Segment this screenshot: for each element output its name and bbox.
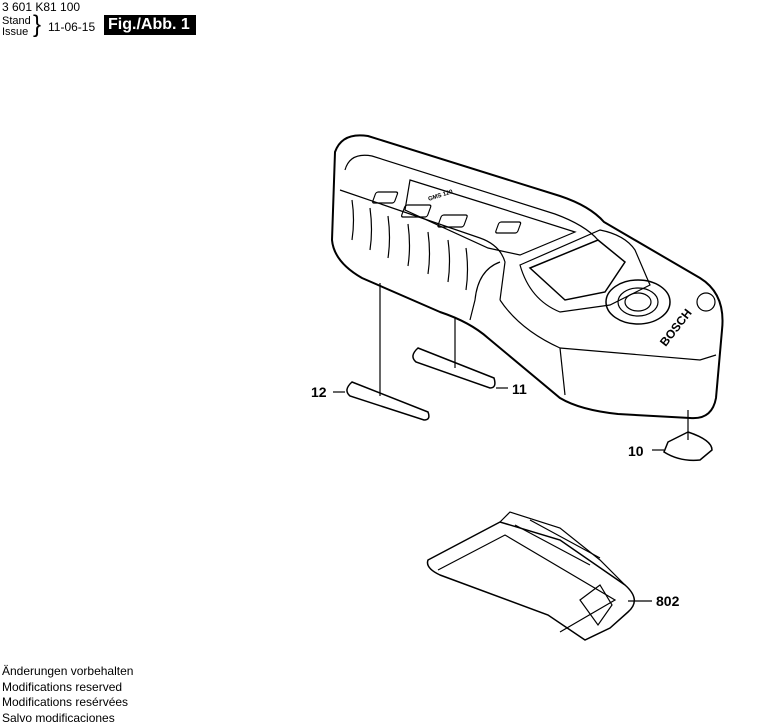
footer-line: Salvo modificaciones: [2, 711, 133, 726]
callout-10: 10: [628, 443, 644, 459]
part-11-strip: [413, 318, 508, 388]
footer-line: Modifications resérvées: [2, 695, 133, 711]
part-802-battery-cover: [428, 512, 653, 640]
callout-802: 802: [656, 593, 679, 609]
bosch-logo-icon: [697, 293, 715, 311]
callout-11: 11: [512, 381, 527, 397]
brand-logo-text: BOSCH: [657, 306, 695, 349]
footer-notes: Änderungen vorbehalten Modifications res…: [2, 664, 133, 726]
footer-line: Änderungen vorbehalten: [2, 664, 133, 680]
detector-device-body: BOSCH: [332, 135, 723, 418]
callout-12: 12: [311, 384, 327, 400]
footer-line: Modifications reserved: [2, 680, 133, 696]
